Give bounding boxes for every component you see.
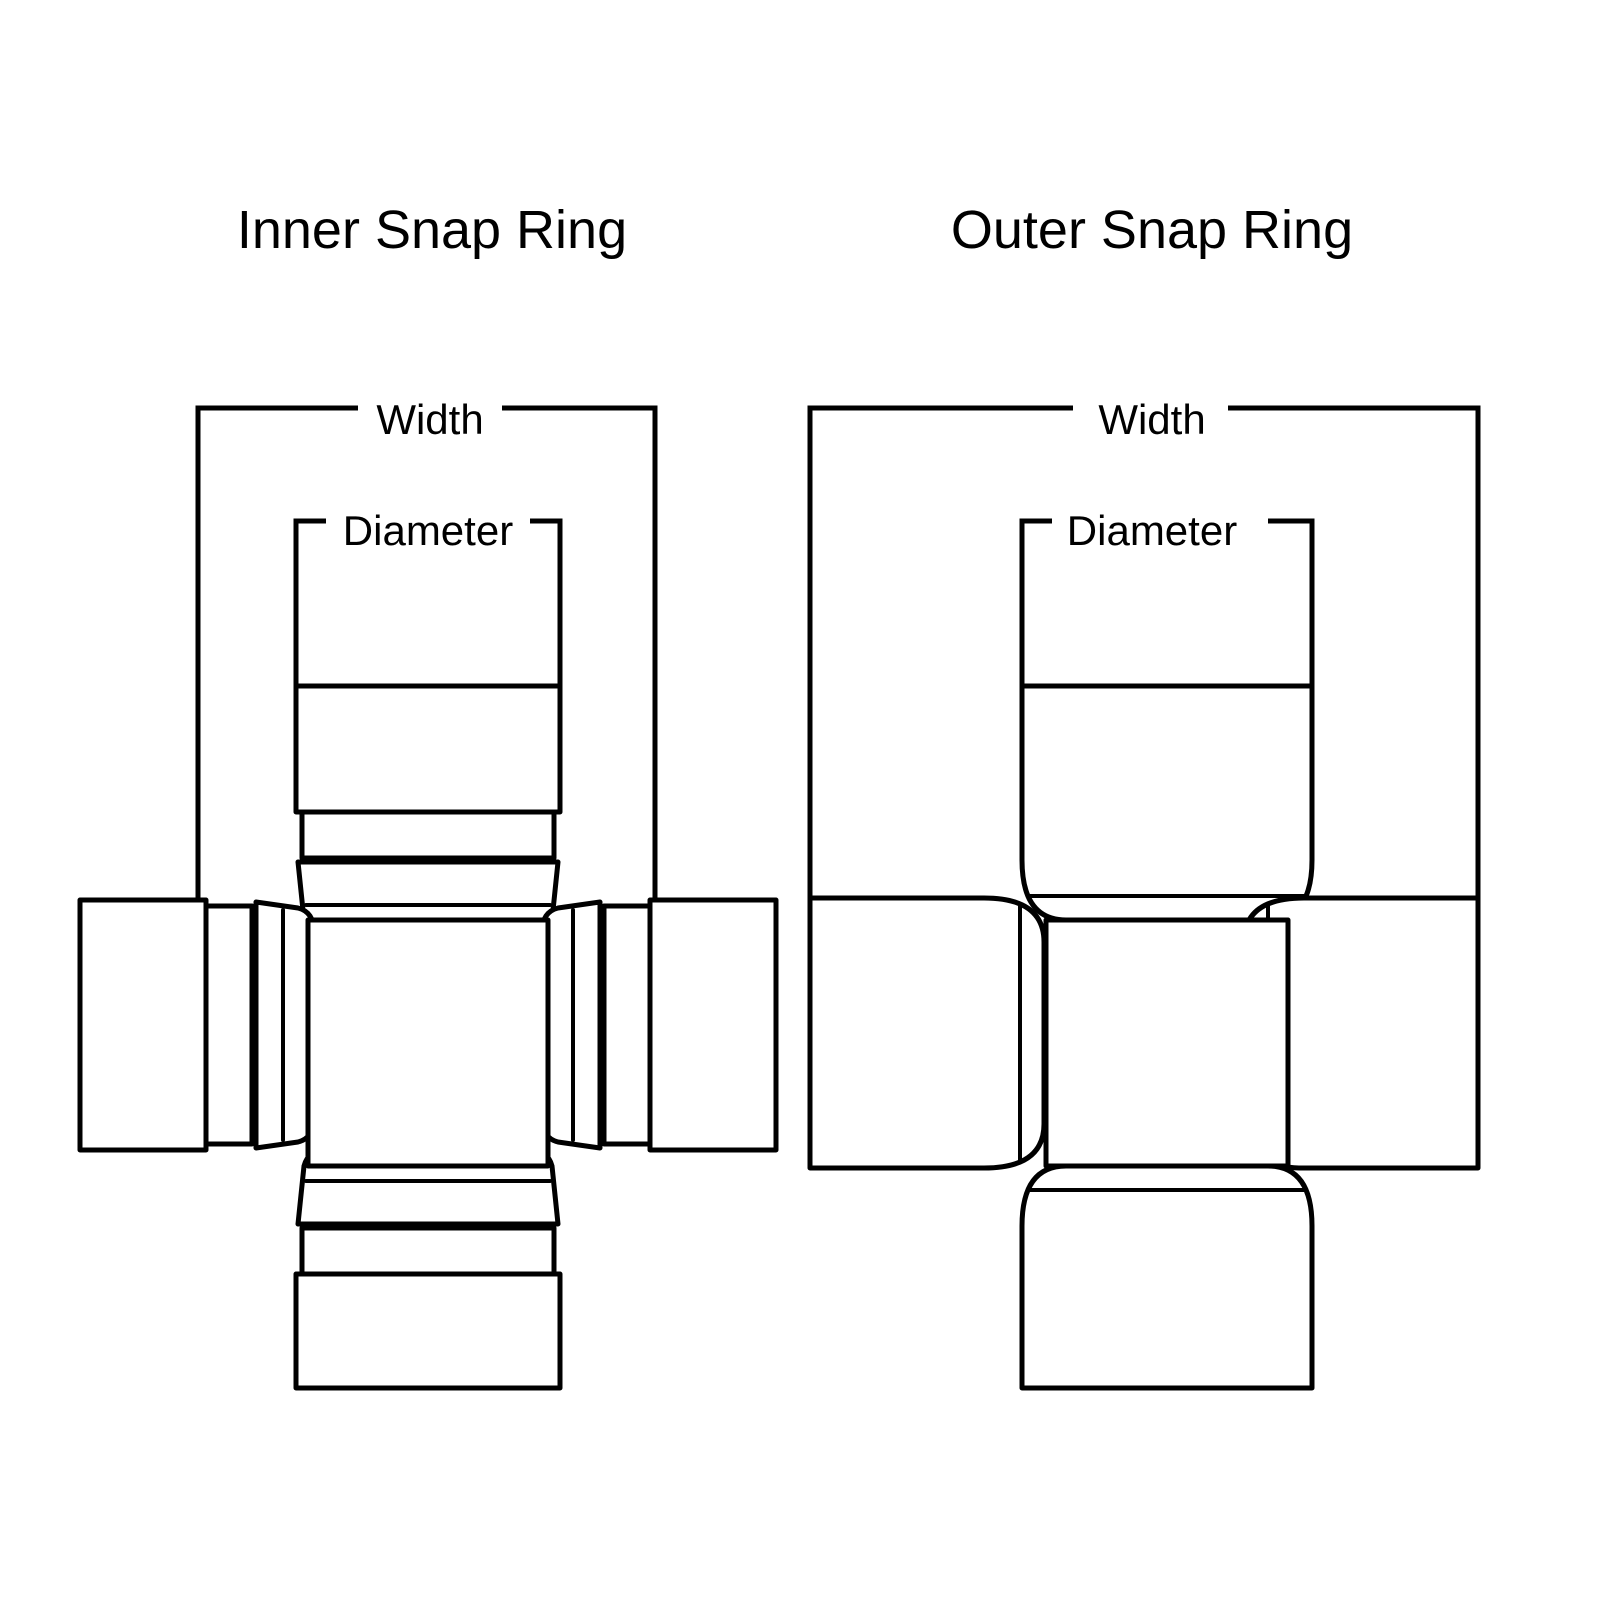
inner-left-bearing-cap bbox=[77, 897, 317, 1153]
outer-top-cap-body bbox=[1019, 683, 1315, 923]
outer-top-bearing-cap bbox=[1019, 683, 1315, 923]
inner-bottom-bearing-cap bbox=[293, 1147, 563, 1391]
outer-bottom-bearing-cap bbox=[1019, 1163, 1315, 1391]
outer-snap-ring-title: Outer Snap Ring bbox=[951, 200, 1353, 260]
inner-bottom-snap-ring-band bbox=[299, 1225, 557, 1277]
inner-left-cap-body bbox=[77, 897, 209, 1153]
outer-width-dimension: Width bbox=[807, 396, 1481, 898]
inner-width-label: Width bbox=[376, 396, 483, 443]
outer-cross-center-body bbox=[1043, 917, 1291, 1169]
inner-bottom-cap-body bbox=[293, 1271, 563, 1391]
inner-left-snap-ring-band bbox=[203, 903, 255, 1147]
inner-right-snap-ring-band bbox=[601, 903, 653, 1147]
outer-snap-ring-diagram: Outer Snap Ring Width Diameter bbox=[807, 200, 1481, 1391]
outer-diameter-bracket-right bbox=[1268, 518, 1315, 686]
inner-top-snap-ring-band bbox=[299, 809, 557, 861]
inner-diameter-label: Diameter bbox=[343, 507, 513, 554]
inner-width-bracket-right bbox=[502, 405, 658, 900]
inner-right-bearing-cap bbox=[539, 897, 779, 1153]
outer-diameter-bracket-left bbox=[1019, 518, 1052, 686]
inner-right-cap-body bbox=[647, 897, 779, 1153]
outer-diameter-dimension: Diameter bbox=[1019, 507, 1315, 686]
outer-width-bracket-left bbox=[807, 405, 1073, 898]
inner-diameter-dimension: Diameter bbox=[293, 507, 563, 686]
inner-snap-ring-title: Inner Snap Ring bbox=[237, 200, 627, 260]
outer-left-cap-body bbox=[807, 895, 1047, 1171]
outer-width-label: Width bbox=[1098, 396, 1205, 443]
inner-diameter-bracket-right bbox=[530, 518, 563, 686]
inner-cross-center-body bbox=[305, 917, 551, 1169]
inner-snap-ring-diagram: Inner Snap Ring Width Diameter bbox=[77, 200, 779, 1391]
outer-diameter-label: Diameter bbox=[1067, 507, 1237, 554]
outer-left-bearing-cap bbox=[807, 895, 1047, 1171]
inner-width-bracket-left bbox=[195, 405, 358, 900]
outer-width-bracket-right bbox=[1228, 405, 1481, 898]
outer-bottom-cap-body bbox=[1019, 1163, 1315, 1391]
inner-top-bearing-cap bbox=[293, 683, 563, 939]
inner-top-cap-body bbox=[293, 683, 563, 815]
inner-width-dimension: Width bbox=[195, 396, 658, 900]
inner-diameter-bracket-left bbox=[293, 518, 326, 686]
